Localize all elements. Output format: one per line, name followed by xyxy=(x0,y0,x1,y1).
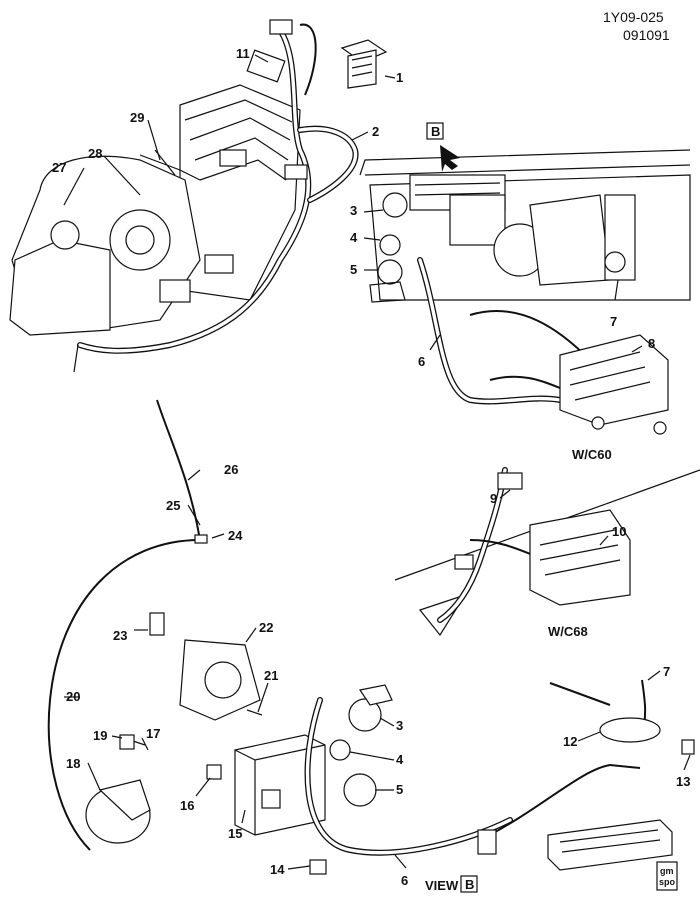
callout-22: 22 xyxy=(259,620,273,635)
callout-12: 12 xyxy=(563,734,577,749)
caption-view: VIEW xyxy=(425,878,459,893)
gm-logo-line2: spo xyxy=(659,877,676,887)
dash-assembly xyxy=(359,149,691,435)
callout-3: 3 xyxy=(350,203,357,218)
callout-14: 14 xyxy=(270,862,285,877)
caption-wc60: W/C60 xyxy=(572,447,612,462)
callout-3b: 3 xyxy=(396,718,403,733)
callout-2: 2 xyxy=(372,124,379,139)
callout-27: 27 xyxy=(52,160,66,175)
callout-21: 21 xyxy=(264,668,278,683)
callout-25: 25 xyxy=(166,498,180,513)
callout-28: 28 xyxy=(88,146,102,161)
view-b-arrow: B xyxy=(426,122,460,172)
callout-11: 11 xyxy=(236,46,250,61)
callout-29: 29 xyxy=(130,110,144,125)
callout-9: 9 xyxy=(490,491,497,506)
caption-wc68: W/C68 xyxy=(548,624,588,639)
callout-15: 15 xyxy=(228,826,242,841)
callout-7b: 7 xyxy=(663,664,670,679)
callout-7: 7 xyxy=(610,314,617,329)
callout-26: 26 xyxy=(224,462,238,477)
diagram-code: 1Y09-025 xyxy=(603,9,664,25)
callout-24: 24 xyxy=(228,528,243,543)
blower-heater-assembly xyxy=(9,19,359,373)
callout-4b: 4 xyxy=(396,752,404,767)
part-1-switch xyxy=(340,39,388,89)
callout-20: 20 xyxy=(66,689,80,704)
callout-5b: 5 xyxy=(396,782,403,797)
callout-23: 23 xyxy=(113,628,127,643)
callout-6b: 6 xyxy=(401,873,408,888)
vacuum-module-assembly: gm spo xyxy=(234,679,695,891)
callout-8: 8 xyxy=(648,336,655,351)
callout-13: 13 xyxy=(676,774,690,789)
vacuum-reservoir-assembly xyxy=(47,399,263,851)
callout-16: 16 xyxy=(180,798,194,813)
callout-4: 4 xyxy=(350,230,358,245)
callout-1: 1 xyxy=(396,70,403,85)
wc68-assembly xyxy=(394,467,700,637)
arrow-letter: B xyxy=(431,124,440,139)
callout-6: 6 xyxy=(418,354,425,369)
callout-10: 10 xyxy=(612,524,626,539)
callout-18: 18 xyxy=(66,756,80,771)
leader-lines xyxy=(63,54,691,870)
callout-labels: 1 2 3 4 5 6 7 8 9 10 11 12 13 14 15 16 1… xyxy=(52,46,690,888)
gm-logo-line1: gm xyxy=(660,866,674,876)
callout-17: 17 xyxy=(146,726,160,741)
callout-5: 5 xyxy=(350,262,357,277)
view-b-caption: VIEW B xyxy=(425,875,478,893)
diagram-date: 091091 xyxy=(623,27,670,43)
caption-view-letter: B xyxy=(465,877,474,892)
callout-19: 19 xyxy=(93,728,107,743)
